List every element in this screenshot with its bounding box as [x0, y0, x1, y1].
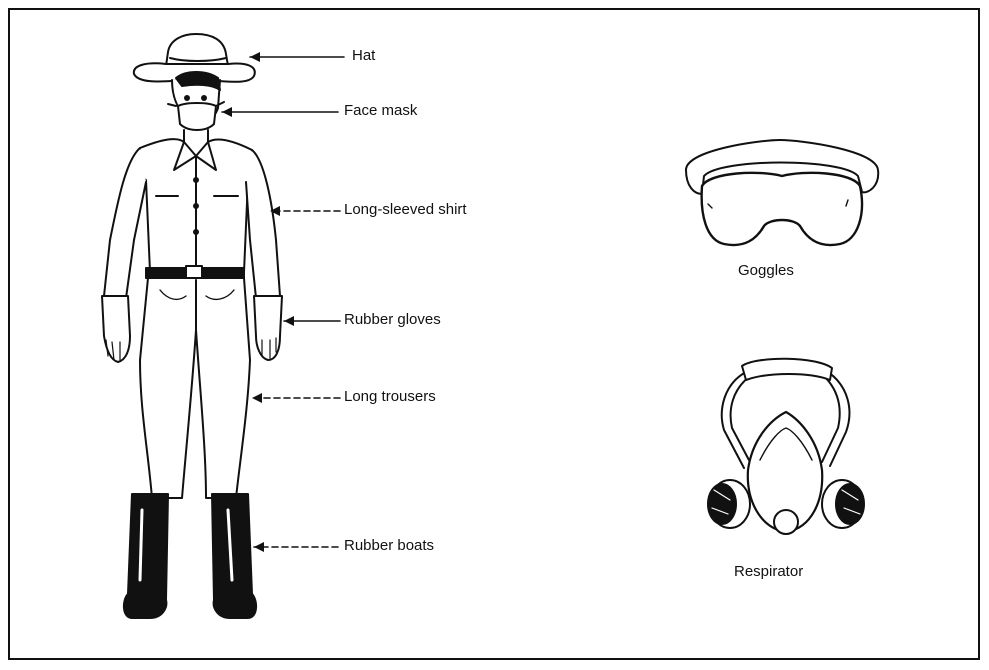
pointer-trousers-arrow [252, 393, 262, 403]
label-long-trousers: Long trousers [344, 388, 436, 405]
label-rubber-boots: Rubber boats [344, 537, 434, 554]
label-rubber-gloves: Rubber gloves [344, 311, 441, 328]
caption-goggles: Goggles [738, 262, 794, 279]
rubber-boots-icon [124, 494, 256, 618]
pointer-boots-arrow [254, 542, 264, 552]
label-hat: Hat [352, 47, 375, 64]
label-long-sleeved-shirt: Long-sleeved shirt [344, 201, 467, 218]
caption-respirator: Respirator [734, 563, 803, 580]
respirator-icon [708, 359, 864, 534]
label-face-mask: Face mask [344, 102, 417, 119]
pointer-face-mask-arrow [222, 107, 232, 117]
pointer-hat-arrow [250, 52, 260, 62]
worker-figure [102, 34, 282, 618]
face-mask-icon [178, 103, 216, 130]
pointer-gloves-arrow [284, 316, 294, 326]
goggles-icon [686, 140, 878, 245]
